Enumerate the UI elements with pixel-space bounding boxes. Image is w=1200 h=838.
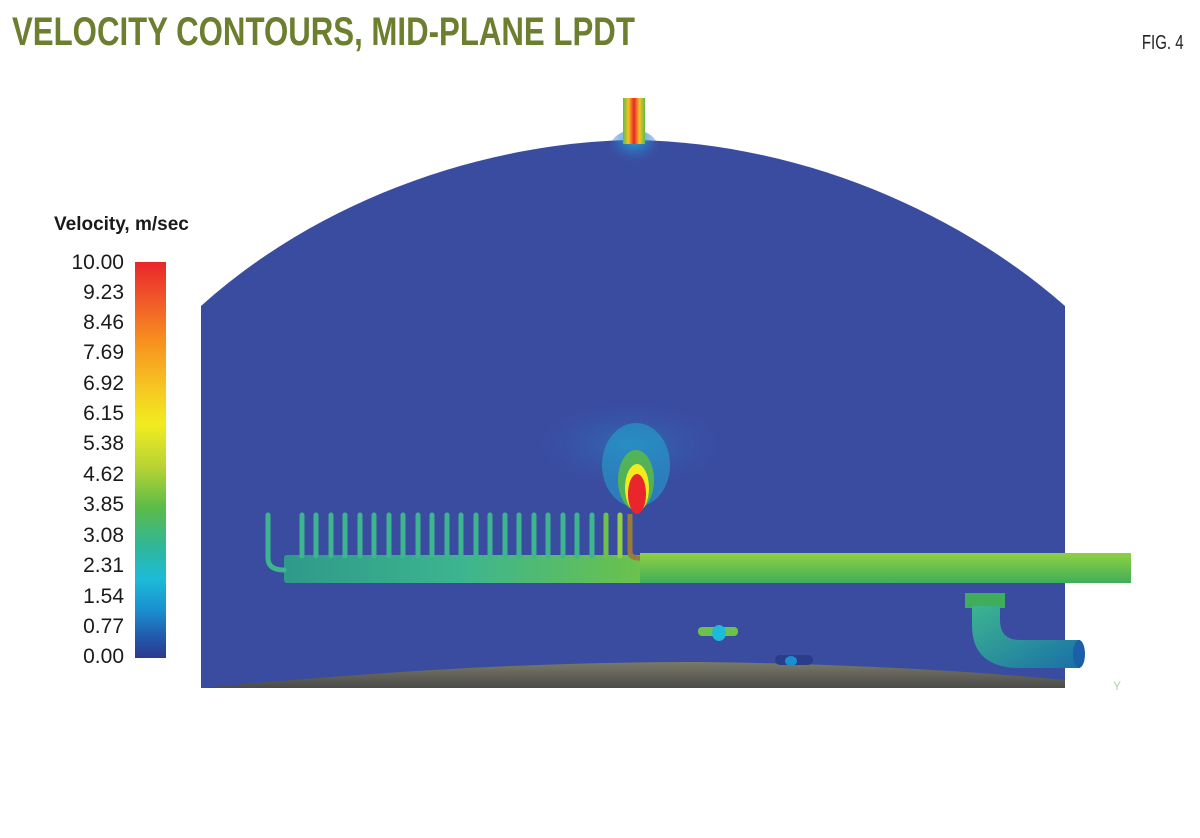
figure-title: VELOCITY CONTOURS, MID-PLANE LPDT (12, 10, 635, 54)
small-pipe-1 (698, 625, 738, 641)
legend-tick: 6.15 (83, 402, 124, 425)
legend-tick: 3.85 (83, 493, 124, 516)
nozzle-glow (608, 130, 660, 174)
legend-tick: 7.69 (83, 341, 124, 364)
sparger-header (284, 555, 644, 583)
legend-tick: 5.38 (83, 432, 124, 455)
legend-tick: 8.46 (83, 311, 124, 334)
sparger-j-pipe (265, 512, 287, 573)
legend-tick: 10.00 (71, 251, 124, 274)
legend-tick: 2.31 (83, 554, 124, 577)
small-pipe-2 (775, 655, 813, 666)
jet-riser (627, 514, 650, 561)
axis-marker: Y (1113, 679, 1121, 693)
top-nozzle (623, 98, 645, 144)
sparger-risers (299, 512, 623, 559)
elbow-flange (965, 593, 1005, 608)
legend-tick: 9.23 (83, 281, 124, 304)
legend-title: Velocity, m/sec (54, 214, 189, 235)
legend-tick: 4.62 (83, 463, 124, 486)
outlet-pipe (640, 553, 1131, 583)
velocity-colorbar (135, 262, 166, 658)
legend-tick: 1.54 (83, 585, 124, 608)
legend-tick: 3.08 (83, 524, 124, 547)
figure-number: FIG. 4 (1142, 32, 1184, 54)
elbow-pipe (972, 606, 1080, 668)
legend-tick: 0.00 (83, 645, 124, 668)
sparger-jet (628, 474, 646, 514)
legend-tick: 0.77 (83, 615, 124, 638)
legend-tick: 6.92 (83, 372, 124, 395)
tank-floor (201, 662, 1065, 688)
elbow-outlet-end (1073, 640, 1085, 668)
